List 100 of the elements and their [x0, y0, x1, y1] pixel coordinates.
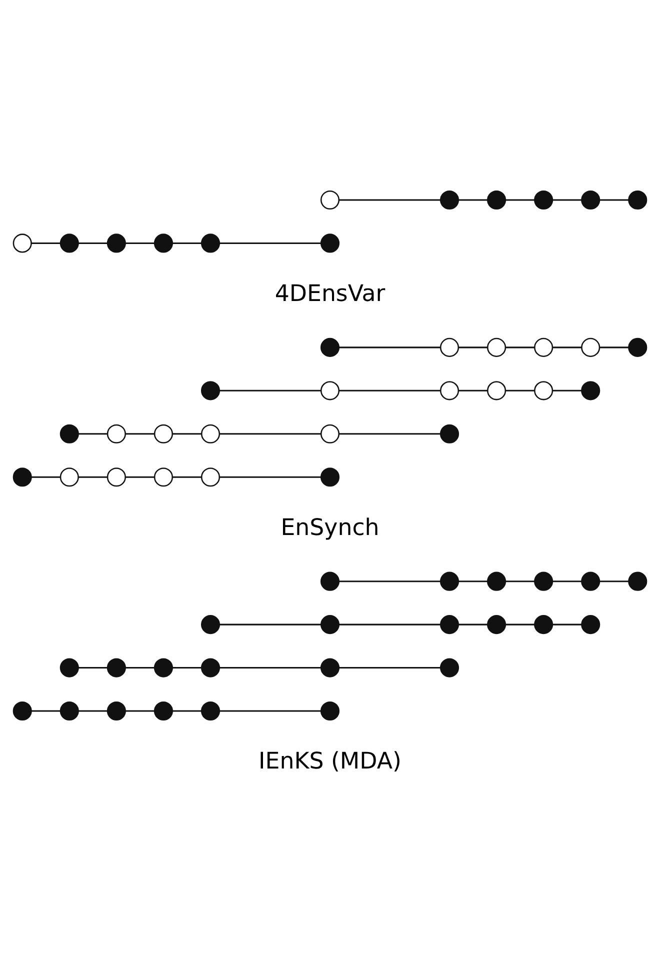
node-dot [320, 615, 340, 634]
node-dot [581, 190, 600, 210]
node-dot [12, 701, 32, 721]
connector [458, 199, 488, 201]
label: 4DEnsVar [274, 280, 386, 307]
node-dot [60, 658, 79, 678]
connector [125, 710, 155, 712]
connector [338, 580, 440, 582]
node-dot [60, 234, 79, 253]
connector [338, 199, 440, 201]
node-circle [320, 381, 340, 400]
connector [172, 667, 202, 669]
connector [172, 710, 202, 712]
node-dot [487, 615, 506, 634]
node-dot [440, 658, 460, 678]
node-circle [487, 381, 506, 400]
node-circle [320, 424, 340, 444]
node-circle [106, 468, 126, 487]
node-dot [320, 338, 340, 357]
node-dot [200, 234, 220, 253]
connector [458, 624, 488, 626]
node-circle [60, 468, 79, 487]
node-dot [200, 658, 220, 678]
node-circle [154, 424, 173, 444]
node-circle [534, 338, 554, 357]
connector [458, 390, 488, 392]
connector [219, 667, 321, 669]
connector [78, 433, 108, 435]
connector [125, 476, 155, 478]
node-dot [534, 190, 554, 210]
node-dot [320, 701, 340, 721]
connector [552, 199, 582, 201]
node-dot [106, 658, 126, 678]
connector [458, 346, 488, 348]
node-dot [628, 338, 648, 357]
node-dot [320, 658, 340, 678]
node-dot [200, 381, 220, 400]
node-dot [106, 234, 126, 253]
connector [219, 624, 321, 626]
connector [172, 476, 202, 478]
connector [552, 624, 582, 626]
connector [338, 390, 440, 392]
node-dot [581, 615, 600, 634]
node-circle [440, 381, 460, 400]
node-dot [60, 701, 79, 721]
connector [125, 242, 155, 244]
node-dot [320, 234, 340, 253]
connector [219, 710, 321, 712]
connector [506, 390, 535, 392]
node-dot [581, 381, 600, 400]
connector [552, 346, 582, 348]
connector [219, 390, 321, 392]
label: IEnKS (MDA) [258, 748, 402, 775]
connector [31, 710, 60, 712]
connector [506, 580, 535, 582]
node-dot [106, 701, 126, 721]
connector [78, 710, 108, 712]
node-dot [440, 572, 460, 591]
node-dot [487, 572, 506, 591]
connector [172, 242, 202, 244]
node-dot [534, 572, 554, 591]
connector [552, 580, 582, 582]
node-circle [154, 468, 173, 487]
node-circle [581, 338, 600, 357]
node-dot [200, 615, 220, 634]
node-dot [487, 190, 506, 210]
node-circle [200, 424, 220, 444]
node-circle [106, 424, 126, 444]
node-circle [487, 338, 506, 357]
connector [78, 242, 108, 244]
node-circle [534, 381, 554, 400]
connector [219, 242, 321, 244]
node-circle [320, 190, 340, 210]
node-dot [60, 424, 79, 444]
node-circle [12, 234, 32, 253]
node-dot [440, 615, 460, 634]
connector [600, 580, 629, 582]
node-dot [320, 468, 340, 487]
node-dot [440, 190, 460, 210]
node-dot [12, 468, 32, 487]
connector [78, 476, 108, 478]
node-dot [200, 701, 220, 721]
connector [600, 199, 629, 201]
node-dot [154, 658, 173, 678]
node-dot [154, 234, 173, 253]
connector [338, 346, 440, 348]
node-dot [628, 190, 648, 210]
connector [78, 667, 108, 669]
connector [506, 624, 535, 626]
connector [31, 242, 60, 244]
node-circle [200, 468, 220, 487]
node-dot [320, 572, 340, 591]
node-dot [581, 572, 600, 591]
connector [600, 346, 629, 348]
connector [338, 667, 440, 669]
connector [125, 433, 155, 435]
connector [458, 580, 488, 582]
connector [31, 476, 60, 478]
connector [338, 624, 440, 626]
connector [125, 667, 155, 669]
